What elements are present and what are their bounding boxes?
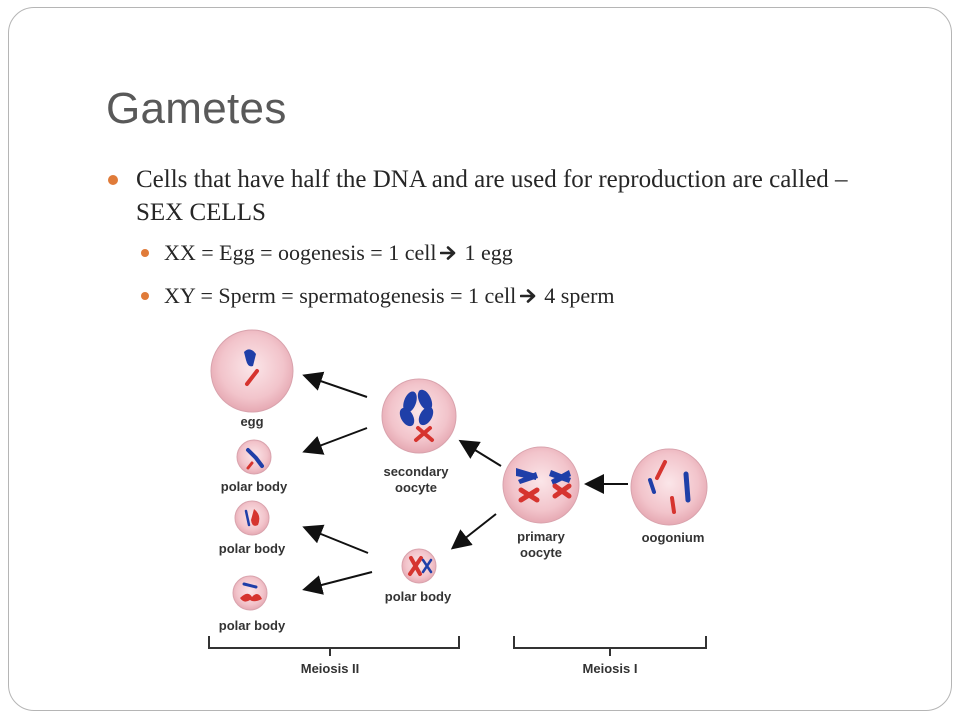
egg-label: egg	[240, 414, 263, 429]
primary-oocyte-red-chromosomes	[518, 483, 572, 503]
polar-body-meiosis1-label: polar body	[385, 589, 452, 604]
polar-body-meiosis1-cell	[401, 548, 437, 584]
primary-oocyte-blue-chromosomes	[516, 468, 571, 485]
primary-oocyte-cell	[502, 446, 580, 524]
secondary-oocyte-label-1: secondary	[383, 464, 449, 479]
oogonium-red-chromosome-2	[670, 496, 676, 514]
arrow-secondary-to-egg	[302, 371, 368, 398]
polar-body-3-cell	[232, 575, 268, 611]
meiosis-2-label: Meiosis II	[301, 661, 360, 676]
sub-bullet-sperm-result: 4 sperm	[544, 282, 615, 308]
sub-bullet-list: XX = Egg = oogenesis = 1 cell 1 egg XY = …	[136, 237, 896, 314]
bullet-item: Cells that have half the DNA and are use…	[106, 163, 896, 314]
polar-body-1-label: polar body	[221, 479, 288, 494]
arrow-primary-to-polar-body	[450, 513, 497, 550]
egg-red-chromosome	[245, 369, 259, 386]
secondary-oocyte-label-2: oocyte	[395, 480, 437, 495]
sub-bullet-egg: XX = Egg = oogenesis = 1 cell 1 egg	[136, 237, 896, 271]
meiosis-1-label: Meiosis I	[583, 661, 638, 676]
bullet-list: Cells that have half the DNA and are use…	[106, 163, 896, 323]
sub-bullet-sperm-text: XY = Sperm = spermatogenesis = 1 cell	[164, 282, 517, 308]
sub-bullet-egg-result: 1 egg	[464, 240, 513, 265]
arrow-right-icon	[440, 237, 458, 269]
arrow-primary-to-secondary	[458, 439, 502, 467]
bullet-text: Cells that have half the DNA and are use…	[136, 166, 848, 226]
secondary-oocyte-red-chromosome	[414, 426, 434, 442]
secondary-oocyte-blue-chromosome	[399, 389, 434, 427]
arrow-right-icon	[519, 280, 538, 312]
primary-oocyte-label-1: primary	[517, 529, 565, 544]
polar-body-2-cell	[234, 500, 270, 536]
polar-body-2-label: polar body	[219, 541, 286, 556]
oogonium-cell	[630, 448, 708, 526]
oogonium-label: oogonium	[642, 530, 705, 545]
meiosis-1-bracket	[513, 636, 707, 656]
oogonium-blue-chromosome-1	[648, 478, 656, 494]
sub-bullet-sperm: XY = Sperm = spermatogenesis = 1 cell 4 s…	[136, 280, 896, 314]
egg-blue-chromosome	[244, 349, 256, 367]
meiosis-2-bracket	[208, 636, 460, 656]
slide-frame	[8, 7, 952, 711]
sub-bullet-egg-text: XX = Egg = oogenesis = 1 cell	[164, 240, 437, 265]
diagram-arrows	[302, 371, 628, 595]
egg-cell	[210, 329, 294, 413]
slide-title: Gametes	[106, 84, 287, 133]
primary-oocyte-label-2: oocyte	[520, 545, 562, 560]
secondary-oocyte-cell	[381, 378, 457, 454]
polar-body-1-cell	[236, 439, 272, 475]
arrow-polar-to-polar-2	[302, 524, 369, 554]
arrow-polar-to-polar-3	[302, 571, 373, 595]
arrow-secondary-to-polar-1	[302, 427, 368, 455]
polar-body-3-label: polar body	[219, 618, 286, 633]
oogonium-red-chromosome-1	[655, 460, 667, 480]
oogonium-blue-chromosome-2	[683, 471, 691, 503]
